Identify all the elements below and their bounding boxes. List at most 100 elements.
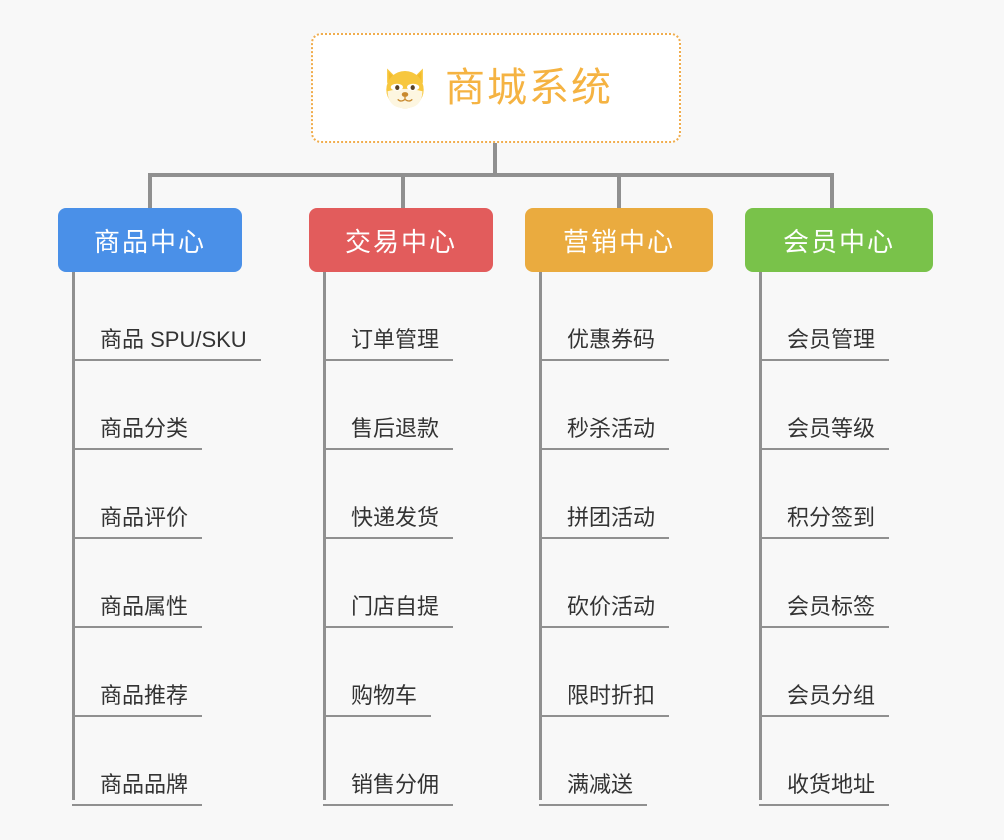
list-item[interactable]: 快递发货	[323, 450, 493, 539]
leaf-rule	[323, 537, 453, 539]
leaf-label: 会员等级	[787, 416, 876, 441]
leaf-label: 秒杀活动	[567, 416, 656, 441]
list-item[interactable]: 商品分类	[72, 361, 247, 450]
leaf-rule	[72, 537, 202, 539]
leaf-label: 限时折扣	[567, 683, 656, 708]
list-item[interactable]: 门店自提	[323, 539, 493, 628]
leaf-rule	[72, 359, 261, 361]
leaf-label: 会员标签	[787, 594, 876, 619]
leaf-label: 商品分类	[100, 416, 189, 441]
category-header-2[interactable]: 交易中心	[309, 208, 493, 272]
leaf-rule	[759, 359, 889, 361]
leaf-rule	[759, 626, 889, 628]
leaf-rule	[539, 359, 669, 361]
leaf-rule	[759, 715, 889, 717]
category-header-1[interactable]: 商品中心	[58, 208, 242, 272]
leaf-rule	[539, 804, 647, 806]
connector-horizontal-bus	[148, 173, 834, 177]
category-header-label: 会员中心	[782, 226, 895, 257]
list-item[interactable]: 订单管理	[323, 272, 493, 361]
leaf-label: 会员分组	[787, 683, 876, 708]
category-column-2: 交易中心 订单管理 售后退款 快递发货 门店自提 购物车	[309, 208, 493, 806]
connector-drop-3	[617, 173, 621, 209]
leaf-label: 商品评价	[100, 505, 189, 530]
list-item[interactable]: 秒杀活动	[539, 361, 713, 450]
leaf-label: 商品品牌	[100, 772, 189, 797]
connector-spine-2	[323, 272, 326, 800]
leaf-label: 售后退款	[351, 416, 440, 441]
leaf-rule	[323, 626, 453, 628]
category-column-3: 营销中心 优惠券码 秒杀活动 拼团活动 砍价活动 限时折扣	[525, 208, 713, 806]
list-item[interactable]: 积分签到	[759, 450, 933, 539]
list-item[interactable]: 会员标签	[759, 539, 933, 628]
list-item[interactable]: 商品评价	[72, 450, 247, 539]
leaf-label: 优惠券码	[567, 327, 656, 352]
leaf-rule	[759, 448, 889, 450]
leaf-label: 满减送	[567, 772, 634, 797]
shiba-dog-face-icon	[386, 68, 424, 112]
list-item[interactable]: 商品 SPU/SKU	[72, 272, 261, 361]
leaf-label: 砍价活动	[567, 594, 656, 619]
leaf-rule	[539, 715, 669, 717]
leaf-label: 积分签到	[787, 505, 876, 530]
connector-spine-3	[539, 272, 542, 800]
leaf-rule	[72, 448, 202, 450]
list-item[interactable]: 售后退款	[323, 361, 493, 450]
list-item[interactable]: 商品推荐	[72, 628, 247, 717]
list-item[interactable]: 会员等级	[759, 361, 933, 450]
leaf-rule	[72, 715, 202, 717]
list-item[interactable]: 满减送	[539, 717, 713, 806]
leaf-label: 收货地址	[787, 772, 876, 797]
leaf-label: 购物车	[351, 683, 418, 708]
connector-root-stem	[493, 143, 497, 175]
root-node[interactable]: 商城系统	[311, 33, 681, 143]
leaf-list-1: 商品 SPU/SKU 商品分类 商品评价 商品属性 商品推荐 商品品牌	[58, 272, 261, 806]
list-item[interactable]: 收货地址	[759, 717, 933, 806]
connector-drop-4	[830, 173, 834, 209]
list-item[interactable]: 会员管理	[759, 272, 933, 361]
leaf-rule	[323, 448, 453, 450]
leaf-label: 订单管理	[351, 327, 440, 352]
connector-drop-2	[401, 173, 405, 209]
root-label: 商城系统	[445, 66, 613, 110]
leaf-rule	[323, 715, 431, 717]
list-item[interactable]: 购物车	[323, 628, 493, 717]
connector-spine-1	[72, 272, 75, 800]
category-header-label: 交易中心	[344, 226, 457, 257]
list-item[interactable]: 会员分组	[759, 628, 933, 717]
leaf-label: 商品属性	[100, 594, 189, 619]
leaf-list-4: 会员管理 会员等级 积分签到 会员标签 会员分组 收货地址	[745, 272, 933, 806]
leaf-rule	[323, 359, 453, 361]
leaf-label: 会员管理	[787, 327, 876, 352]
leaf-label: 快递发货	[351, 505, 440, 530]
leaf-rule	[539, 626, 669, 628]
list-item[interactable]: 商品属性	[72, 539, 247, 628]
connector-drop-1	[148, 173, 152, 209]
category-column-1: 商品中心 商品 SPU/SKU 商品分类 商品评价 商品属性 商品推荐	[58, 208, 261, 806]
category-header-3[interactable]: 营销中心	[525, 208, 713, 272]
list-item[interactable]: 砍价活动	[539, 539, 713, 628]
leaf-list-2: 订单管理 售后退款 快递发货 门店自提 购物车 销售分佣	[309, 272, 493, 806]
leaf-rule	[72, 804, 202, 806]
leaf-label: 销售分佣	[351, 772, 440, 797]
leaf-label: 拼团活动	[567, 505, 656, 530]
connector-spine-4	[759, 272, 762, 800]
category-column-4: 会员中心 会员管理 会员等级 积分签到 会员标签 会员分组	[745, 208, 933, 806]
category-header-4[interactable]: 会员中心	[745, 208, 933, 272]
list-item[interactable]: 商品品牌	[72, 717, 247, 806]
list-item[interactable]: 销售分佣	[323, 717, 493, 806]
leaf-label: 商品推荐	[100, 683, 189, 708]
list-item[interactable]: 优惠券码	[539, 272, 713, 361]
list-item[interactable]: 限时折扣	[539, 628, 713, 717]
list-item[interactable]: 拼团活动	[539, 450, 713, 539]
leaf-label: 门店自提	[351, 594, 440, 619]
leaf-list-3: 优惠券码 秒杀活动 拼团活动 砍价活动 限时折扣 满减送	[525, 272, 713, 806]
leaf-rule	[539, 448, 669, 450]
leaf-rule	[759, 804, 889, 806]
category-header-label: 商品中心	[93, 226, 206, 257]
leaf-rule	[759, 537, 889, 539]
leaf-label: 商品 SPU/SKU	[100, 327, 247, 352]
leaf-rule	[539, 537, 669, 539]
category-header-label: 营销中心	[562, 226, 675, 257]
